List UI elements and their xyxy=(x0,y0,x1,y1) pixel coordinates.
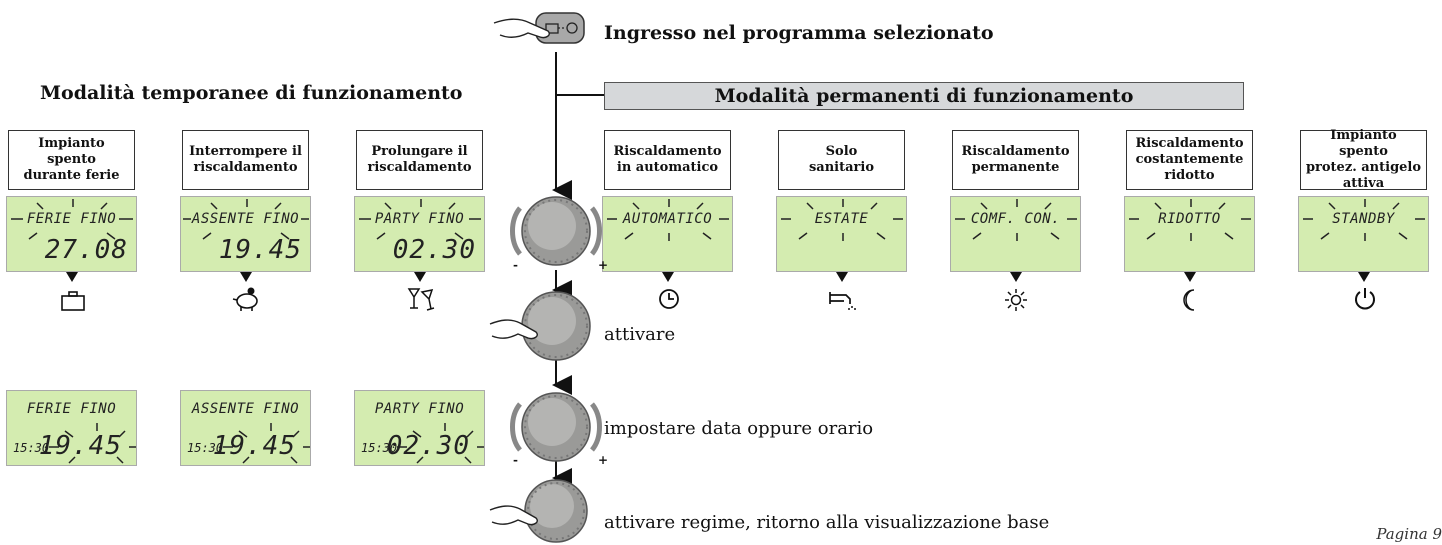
lcd-party: PARTY FINO 02.30 xyxy=(354,196,485,272)
lcd-comfort: COMF. CON. xyxy=(950,196,1081,272)
knob-plus-sign: + xyxy=(598,453,609,467)
lcd-reduced-label: RIDOTTO xyxy=(1158,211,1221,227)
step-confirm-label: attivare regime, ritorno alla visualizza… xyxy=(604,512,1050,533)
temp-mode-box-party: Prolungare il riscaldamento xyxy=(356,130,483,190)
lcd-party-set-time: 15:30 xyxy=(361,441,398,455)
temp-mode-box-holiday: Impianto spento durante ferie xyxy=(8,130,135,190)
lcd-party-label: PARTY FINO xyxy=(374,211,465,227)
lcd-holiday-set-time: 15:30 xyxy=(13,441,50,455)
clock-icon xyxy=(659,289,679,309)
entry-label: Ingresso nel programma selezionato xyxy=(604,22,994,44)
pointer-triangle xyxy=(414,272,426,282)
tap-icon xyxy=(829,292,856,310)
lcd-automatic-label: AUTOMATICO xyxy=(622,211,713,227)
pointer-triangle xyxy=(836,272,848,282)
lcd-party-set-label: PARTY FINO xyxy=(374,401,465,417)
lcd-absent-value: 19.45 xyxy=(218,235,302,265)
lcd-summer: ESTATE xyxy=(776,196,907,272)
suitcase-icon xyxy=(61,291,85,311)
lcd-standby: STANDBY xyxy=(1298,196,1429,272)
lcd-summer-label: ESTATE xyxy=(814,211,869,227)
lcd-automatic: AUTOMATICO xyxy=(602,196,733,272)
knob-minus-sign: - xyxy=(513,453,518,467)
pointer-triangle xyxy=(662,272,674,282)
knob-plus-sign: + xyxy=(598,258,609,272)
button-press-hand-icon xyxy=(493,12,585,44)
page-number: Pagina 9 xyxy=(1376,525,1442,543)
pointer-triangle xyxy=(66,272,78,282)
cocktail-glasses-icon xyxy=(407,288,435,311)
lcd-holiday-value: 27.08 xyxy=(44,235,128,265)
pointer-triangle xyxy=(1358,272,1370,282)
lcd-party-set-value: 02.30 xyxy=(386,431,470,461)
lcd-absent: ASSENTE FINO 19.45 xyxy=(180,196,311,272)
rotary-knob-icon xyxy=(510,196,602,266)
step-activate-label: attivare xyxy=(604,324,676,345)
perm-mode-box-summer: Solo sanitario xyxy=(778,130,905,190)
pointer-triangle xyxy=(1184,272,1196,282)
moon-icon xyxy=(1183,289,1195,311)
lcd-absent-set-time: 15:30 xyxy=(187,441,224,455)
permanent-modes-bar: Modalità permanenti di funzionamento xyxy=(604,82,1244,110)
lcd-holiday: FERIE FINO 27.08 xyxy=(6,196,137,272)
lcd-standby-label: STANDBY xyxy=(1332,211,1395,227)
rotary-knob-icon xyxy=(510,392,602,462)
lcd-absent-set-label: ASSENTE FINO xyxy=(191,401,300,417)
step-set-label: impostare data oppure orario xyxy=(604,418,874,439)
temporary-modes-heading: Modalità temporanee di funzionamento xyxy=(40,82,463,104)
lcd-absent-set: ASSENTE FINO 15:30 19.45 xyxy=(180,390,311,466)
lcd-reduced: RIDOTTO xyxy=(1124,196,1255,272)
perm-mode-box-standby: Impianto spento protez. antigelo attiva xyxy=(1300,128,1427,191)
perm-mode-box-comfort: Riscaldamento permanente xyxy=(952,130,1079,190)
lcd-party-set: PARTY FINO 15:30 02.30 xyxy=(354,390,485,466)
piggy-bank-icon xyxy=(232,287,258,311)
pointer-triangle xyxy=(1010,272,1022,282)
sun-icon xyxy=(1005,289,1027,311)
pointer-triangle xyxy=(240,272,252,282)
perm-mode-box-auto: Riscaldamento in automatico xyxy=(604,130,731,190)
lcd-holiday-label: FERIE FINO xyxy=(26,211,117,227)
power-icon xyxy=(1355,288,1375,310)
lcd-comfort-label: COMF. CON. xyxy=(970,211,1061,227)
lcd-absent-set-value: 19.45 xyxy=(212,431,296,461)
temp-mode-box-absent: Interrompere il riscaldamento xyxy=(182,130,309,190)
lcd-holiday-set-label: FERIE FINO xyxy=(26,401,117,417)
lcd-holiday-set-value: 19.45 xyxy=(38,431,122,461)
knob-minus-sign: - xyxy=(513,258,518,272)
press-knob-icon xyxy=(489,479,588,543)
permanent-modes-heading: Modalità permanenti di funzionamento xyxy=(714,85,1134,107)
perm-mode-box-reduced: Riscaldamento costantemente ridotto xyxy=(1126,130,1253,190)
lcd-holiday-set: FERIE FINO 15:30 19.45 xyxy=(6,390,137,466)
lcd-party-value: 02.30 xyxy=(392,235,476,265)
press-knob-icon xyxy=(489,291,591,361)
lcd-absent-label: ASSENTE FINO xyxy=(191,211,300,227)
